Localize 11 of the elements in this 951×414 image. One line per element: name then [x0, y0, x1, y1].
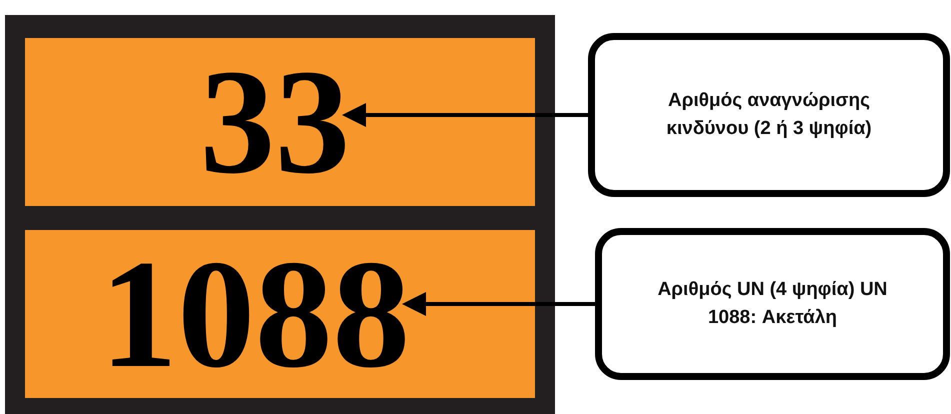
number-text: 33: [200, 47, 350, 197]
hazard-number-panel: [25, 38, 535, 206]
callout-text: Αριθμός UN (4 ψηφία) UN 1088: Ακετάλη: [656, 278, 888, 330]
callout-box: [595, 228, 950, 380]
arrow: [342, 103, 590, 127]
number-text: 1088: [100, 236, 410, 392]
callout-box: [588, 33, 950, 197]
callout-text: Αριθμός αναγνώρισης κινδύνου (2 ή 3 ψηφία): [665, 88, 873, 141]
arrow: [402, 292, 597, 316]
hazard-plate: [5, 15, 555, 414]
un-number-panel: [25, 230, 535, 398]
